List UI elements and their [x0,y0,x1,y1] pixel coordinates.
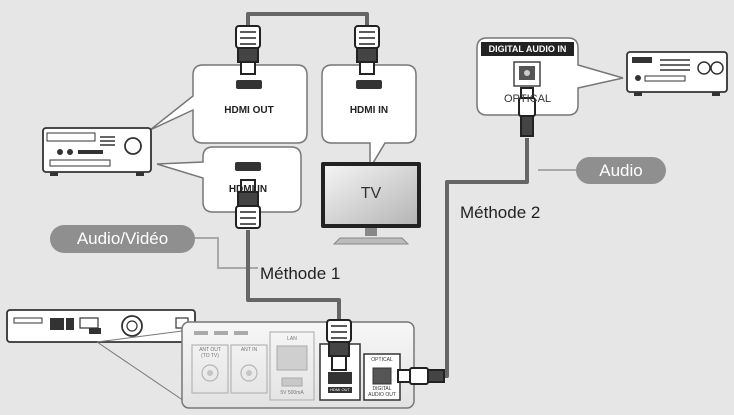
bluray-player [6,309,196,406]
optical-plug [518,87,536,137]
usb-label: 5V 500mA [280,390,304,396]
optical-plug-panel [397,367,445,385]
ant-out-label: ANT OUT (TO TV) [199,347,221,359]
hdmi-plug-method1-top [235,179,261,229]
av-receiver-left [42,127,152,176]
hdmi-cable-player-to-tv [246,12,369,60]
hdmi-plug-tv [354,25,380,75]
television [321,162,421,245]
bubble-digital-audio-in [476,37,624,116]
av-receiver-right [626,51,728,96]
hdmi-plug-method1-bottom [326,319,352,371]
receiver-hdmi-out-label: HDMI OUT [224,105,274,116]
hdmi-plug-receiver [235,25,261,75]
lan-label: LAN [287,336,297,342]
panel-optical-label: OPTICAL [371,357,393,363]
digital-audio-in-label: DIGITAL AUDIO IN [488,44,567,54]
bubble-receiver-hdmi-in [156,146,302,213]
audio-callout: Audio [576,157,666,184]
panel-digital-out-label: DIGITAL AUDIO OUT [368,386,396,398]
method2-label: Méthode 2 [460,203,541,222]
tv-label: TV [360,185,382,202]
method1-label: Méthode 1 [260,264,341,283]
audio-video-callout: Audio/Vidéo [50,225,195,253]
ant-in-label: ANT IN [240,347,258,353]
hdmi-cable-method1 [246,230,341,322]
optical-cable-method2 [425,138,529,378]
bubble-receiver-hdmi-out [149,64,308,144]
optical-label: OPTICAL [503,93,552,105]
player-back-panel [181,321,415,409]
callout-leaders [195,169,576,269]
tv-hdmi-in-label: HDMI IN [349,105,389,116]
receiver-hdmi-in-label: HDMI IN [228,184,268,195]
bubble-tv-hdmi-in [321,64,417,171]
panel-hdmi-out-label: HDMI OUT [328,387,352,393]
